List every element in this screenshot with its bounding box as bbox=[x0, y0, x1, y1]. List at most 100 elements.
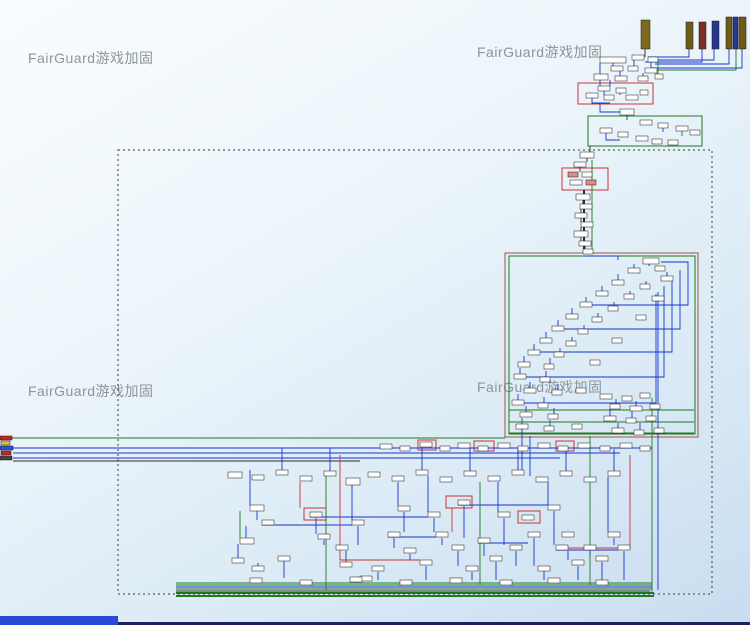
graph-node[interactable] bbox=[579, 151, 595, 159]
graph-node[interactable] bbox=[561, 531, 575, 538]
graph-node[interactable] bbox=[299, 579, 313, 586]
graph-node[interactable] bbox=[651, 295, 665, 302]
graph-node[interactable] bbox=[591, 316, 603, 323]
graph-node-bar[interactable] bbox=[698, 21, 707, 50]
graph-node[interactable] bbox=[577, 328, 589, 335]
graph-node[interactable] bbox=[599, 127, 613, 134]
graph-node[interactable] bbox=[609, 403, 621, 410]
graph-node[interactable] bbox=[335, 544, 349, 551]
graph-node[interactable] bbox=[419, 441, 433, 448]
graph-node[interactable] bbox=[275, 469, 289, 476]
graph-node[interactable] bbox=[599, 56, 627, 64]
graph-node[interactable] bbox=[575, 387, 587, 394]
graph-node[interactable] bbox=[415, 469, 429, 476]
graph-node[interactable] bbox=[249, 577, 263, 584]
graph-node[interactable] bbox=[565, 340, 577, 347]
graph-node[interactable] bbox=[611, 427, 625, 434]
graph-node[interactable] bbox=[517, 361, 531, 368]
graph-node[interactable] bbox=[557, 445, 569, 452]
graph-node[interactable] bbox=[595, 555, 609, 562]
graph-node-bar[interactable] bbox=[732, 16, 739, 50]
graph-node[interactable] bbox=[675, 125, 689, 132]
graph-node[interactable] bbox=[580, 221, 594, 228]
graph-node[interactable] bbox=[231, 557, 245, 564]
graph-node[interactable] bbox=[391, 475, 405, 482]
graph-node[interactable] bbox=[585, 92, 599, 99]
graph-node[interactable] bbox=[642, 257, 660, 265]
overview-viewport-rect[interactable] bbox=[117, 149, 713, 595]
graph-node[interactable] bbox=[451, 544, 465, 551]
graph-node[interactable] bbox=[527, 531, 541, 538]
graph-node[interactable] bbox=[625, 417, 637, 424]
graph-node[interactable] bbox=[497, 511, 511, 518]
graph-node[interactable] bbox=[603, 94, 615, 101]
graph-node[interactable] bbox=[527, 349, 541, 356]
graph-node[interactable] bbox=[519, 411, 533, 418]
graph-node[interactable] bbox=[489, 555, 503, 562]
graph-node[interactable] bbox=[585, 179, 597, 186]
graph-node[interactable] bbox=[261, 519, 275, 526]
graph-node[interactable] bbox=[631, 54, 645, 61]
graph-node[interactable] bbox=[573, 161, 587, 168]
graph-node[interactable] bbox=[517, 445, 529, 452]
graph-node[interactable] bbox=[299, 475, 313, 482]
graph-node[interactable] bbox=[309, 511, 323, 518]
graph-node[interactable] bbox=[487, 475, 501, 482]
graph-node[interactable] bbox=[627, 65, 639, 72]
graph-node[interactable] bbox=[547, 577, 561, 584]
graph-node[interactable] bbox=[639, 119, 653, 126]
graph-node[interactable] bbox=[251, 474, 265, 481]
graph-node[interactable] bbox=[251, 565, 265, 572]
graph-node[interactable] bbox=[610, 65, 624, 72]
graph-node[interactable] bbox=[573, 230, 589, 238]
graph-node[interactable] bbox=[621, 395, 633, 402]
graph-node[interactable] bbox=[639, 89, 649, 96]
graph-node[interactable] bbox=[635, 135, 649, 142]
graph-node[interactable] bbox=[607, 305, 619, 312]
graph-node[interactable] bbox=[633, 429, 645, 436]
graph-node[interactable] bbox=[667, 139, 679, 146]
graph-node[interactable] bbox=[439, 476, 453, 483]
graph-node[interactable] bbox=[619, 108, 635, 116]
graph-node[interactable] bbox=[317, 533, 331, 540]
graph-node[interactable] bbox=[419, 559, 433, 566]
graph-node[interactable] bbox=[523, 387, 537, 394]
graph-node[interactable] bbox=[439, 445, 451, 452]
graph-node[interactable] bbox=[578, 240, 592, 247]
graph-node[interactable] bbox=[349, 576, 363, 583]
graph-node[interactable] bbox=[0, 445, 14, 451]
graph-node[interactable] bbox=[0, 435, 13, 441]
graph-node[interactable] bbox=[569, 179, 583, 186]
graph-node[interactable] bbox=[553, 351, 565, 358]
graph-node[interactable] bbox=[595, 290, 609, 297]
graph-node[interactable] bbox=[637, 75, 649, 82]
graph-node-bar[interactable] bbox=[725, 16, 733, 50]
graph-node[interactable] bbox=[543, 363, 555, 370]
graph-node[interactable] bbox=[581, 171, 593, 178]
graph-node[interactable] bbox=[379, 443, 393, 450]
graph-node[interactable] bbox=[551, 325, 565, 332]
graph-node[interactable] bbox=[577, 442, 591, 449]
graph-node[interactable] bbox=[351, 519, 365, 526]
graph-node[interactable] bbox=[627, 267, 641, 274]
graph-node-bar[interactable] bbox=[640, 19, 651, 50]
graph-node[interactable] bbox=[639, 392, 651, 399]
graph-node[interactable] bbox=[435, 531, 449, 538]
graph-node[interactable] bbox=[371, 565, 385, 572]
graph-node[interactable] bbox=[583, 544, 597, 551]
graph-node[interactable] bbox=[323, 470, 337, 477]
graph-node[interactable] bbox=[611, 279, 625, 286]
graph-node[interactable] bbox=[403, 547, 417, 554]
graph-node[interactable] bbox=[657, 122, 669, 129]
graph-node[interactable] bbox=[511, 399, 525, 406]
graph-node[interactable] bbox=[639, 283, 651, 290]
graph-node[interactable] bbox=[547, 413, 559, 420]
graph-node[interactable] bbox=[595, 579, 609, 586]
graph-node[interactable] bbox=[227, 471, 243, 479]
graph-node[interactable] bbox=[599, 393, 613, 400]
graph-node[interactable] bbox=[579, 301, 593, 308]
graph-node[interactable] bbox=[249, 504, 265, 512]
graph-node[interactable] bbox=[537, 565, 551, 572]
graph-node[interactable] bbox=[575, 193, 591, 201]
